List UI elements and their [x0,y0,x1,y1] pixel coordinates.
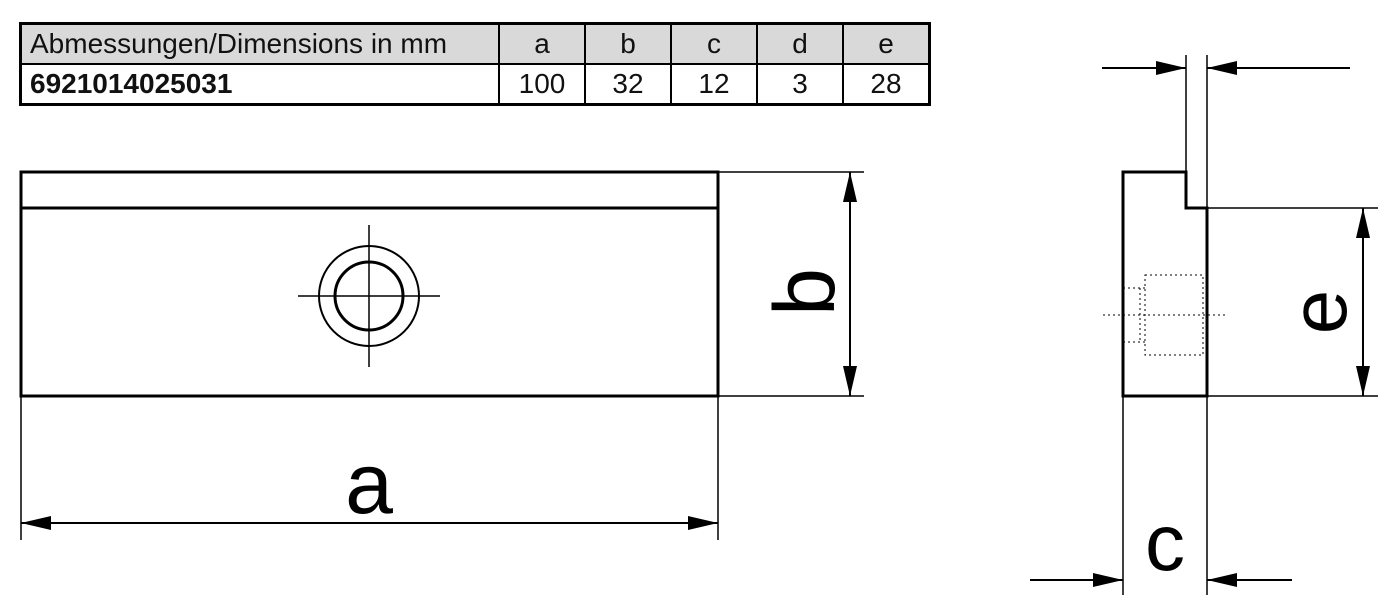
column-header-d: d [756,22,844,65]
value-a: 100 [498,63,586,106]
table-header-title: Abmessungen/Dimensions in mm [19,22,500,65]
dimension-e-label: e [1274,290,1363,335]
side-view [1030,55,1378,595]
dimension-a-label: a [345,436,393,532]
value-c: 12 [670,63,758,106]
value-b: 32 [584,63,672,106]
column-header-e: e [842,22,931,65]
dimensions-table: Abmessungen/Dimensions in mm a b c d e 6… [19,22,931,106]
dimension-b-label: b [757,268,853,316]
article-number: 6921014025031 [19,63,500,106]
dimension-c-label: c [1145,498,1185,587]
front-view-outline [19,170,720,398]
value-e: 28 [842,63,931,106]
column-header-c: c [670,22,758,65]
value-d: 3 [756,63,844,106]
column-header-a: a [498,22,586,65]
table-header-row: Abmessungen/Dimensions in mm a b c d e [19,22,931,65]
table-row: 6921014025031 100 32 12 3 28 [19,63,931,106]
front-view [19,170,864,540]
column-header-b: b [584,22,672,65]
side-view-outline [1121,170,1209,398]
